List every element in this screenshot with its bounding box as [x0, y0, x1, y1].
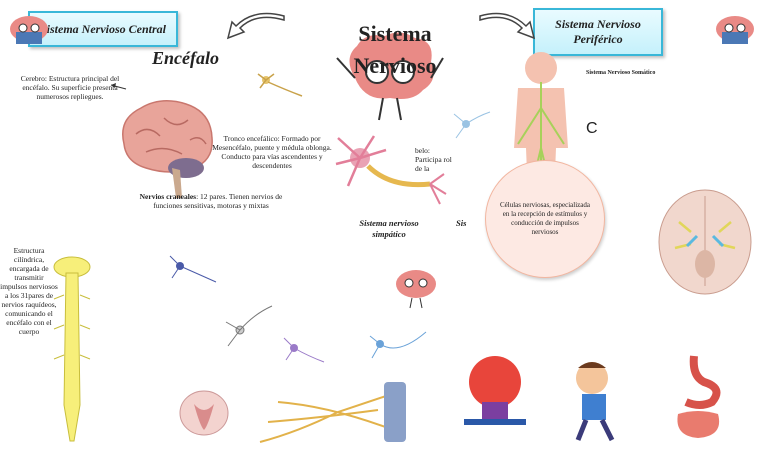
- somatico-label: Sistema Nervioso Somático: [586, 70, 656, 76]
- central-system-banner: Sistema Nervioso Central: [28, 11, 178, 47]
- central-system-label: Sistema Nervioso Central: [39, 21, 166, 36]
- peripheral-system-label: Sistema Nervioso Periférico: [555, 17, 641, 46]
- neuron-icon: [369, 331, 427, 359]
- spinal-cord-figure: [53, 256, 91, 442]
- cerebelo-description: belo: Participa rol de la: [415, 146, 452, 173]
- digestive-system-icon: [677, 355, 721, 438]
- neuron-icon: [225, 305, 273, 347]
- meditating-brain-icon: [464, 356, 526, 425]
- encefalo-label: Encéfalo: [152, 48, 219, 68]
- main-title: Sistema Nervioso: [353, 21, 437, 78]
- medula-description: Estructura cilíndrica, encargada de tran…: [0, 246, 58, 336]
- neuron-icon: [257, 73, 303, 97]
- scared-boy-icon: [575, 362, 615, 442]
- nervios-craneales-title: Nervios craneales: [139, 192, 197, 201]
- brain-illustration: [122, 100, 213, 198]
- brain-character-small: [396, 270, 436, 309]
- nerves-spine-illustration: [259, 382, 406, 443]
- parasimpatico-label: Sis: [456, 218, 467, 228]
- pointer-arrow-icon: [110, 83, 127, 90]
- nervios-craneales-description: Nervios craneales: 12 pares. Tienen nerv…: [136, 192, 286, 210]
- simpatico-label: Sistema nervioso simpático: [359, 218, 419, 239]
- tronco-description: Tronco encefálico: Formado por Mesencéfa…: [212, 134, 332, 170]
- neuron-icon: [335, 135, 447, 205]
- brain-base-anatomy: [658, 189, 752, 295]
- peripheral-system-banner: Sistema Nervioso Periférico: [533, 8, 663, 56]
- spinal-cross-section: [179, 390, 229, 436]
- left-arrow-icon: [226, 12, 285, 40]
- brain-character: [336, 32, 444, 121]
- letter-c: C: [586, 120, 598, 137]
- neuron-callout: Células nerviosas, especializada en la r…: [485, 160, 605, 278]
- brain-mascot-icon: [10, 16, 48, 44]
- cerebro-description: Cerebro: Estructura principal del encéfa…: [20, 74, 120, 101]
- callout-text: Células nerviosas, especializada en la r…: [500, 201, 590, 236]
- neuron-icon: [283, 337, 325, 363]
- nervios-craneales-text: : 12 pares. Tienen nervios de funciones …: [153, 192, 283, 210]
- brain-mascot-icon: [716, 16, 754, 44]
- neuron-icon: [453, 111, 491, 139]
- neuron-icon: [169, 255, 217, 283]
- right-arrow-icon: [479, 12, 536, 40]
